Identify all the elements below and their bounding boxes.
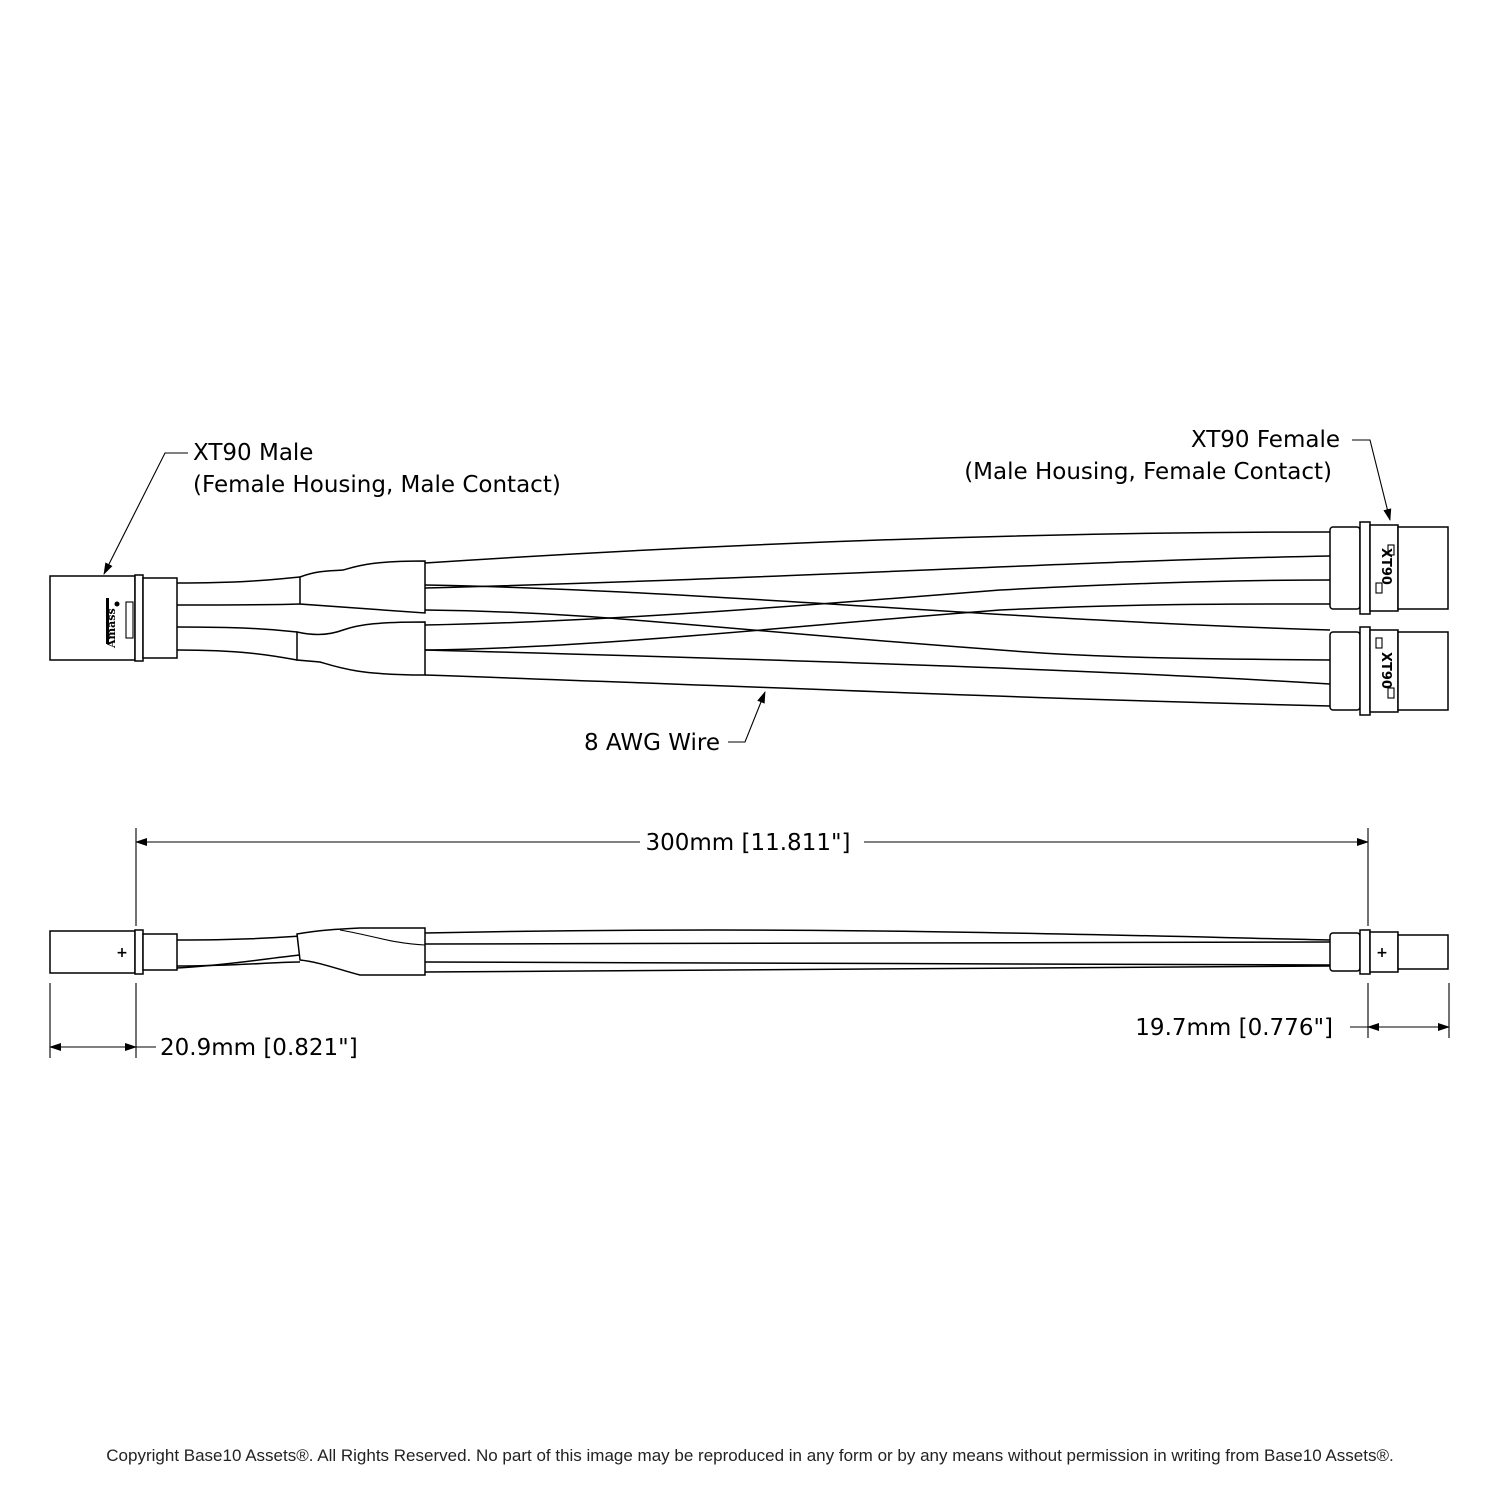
wire-lead-top-2 (176, 603, 301, 606)
side-view: 300mm [11.811"] + + 20.9m (49, 828, 1450, 1061)
polarity-mark-left: + (116, 945, 128, 961)
female-subtitle: (Male Housing, Female Contact) (964, 459, 1332, 485)
splice-side (296, 927, 426, 976)
male-title: XT90 Male (193, 440, 313, 466)
wire-lead-top-1 (176, 576, 301, 584)
xt90-mark-upper: XT90 (1378, 548, 1393, 585)
right-connector-dimension: 19.7mm [0.776"] (1135, 1015, 1333, 1041)
xt90-female-connector-side: + (1329, 929, 1449, 975)
xt90-mark-lower: XT90 (1378, 652, 1393, 689)
female-callout-leader (1352, 439, 1392, 521)
female-title: XT90 Female (1191, 427, 1340, 453)
wire-bundle-top (424, 531, 1331, 707)
xt90-male-connector-top: Amass (49, 574, 178, 662)
wire-lead-top-3 (176, 626, 298, 633)
male-callout-leader (103, 452, 188, 575)
top-view: Amass XT90 XT90 XT90 Male (Female Housin… (49, 427, 1449, 756)
left-connector-dimension: 20.9mm [0.821"] (160, 1035, 358, 1061)
male-subtitle: (Female Housing, Male Contact) (193, 472, 561, 498)
xt90-female-connector-lower: XT90 (1329, 626, 1449, 716)
xt90-male-connector-side: + (49, 929, 178, 975)
overall-dimension: 300mm [11.811"] (645, 830, 850, 856)
wire-callout-leader (728, 691, 766, 743)
xt90-female-connector-upper: XT90 (1329, 521, 1449, 615)
wire-label: 8 AWG Wire (584, 730, 720, 756)
polarity-mark-right: + (1376, 945, 1388, 961)
wire-lead-top-4 (176, 649, 298, 661)
splice-upper (299, 560, 426, 614)
splice-lower (296, 621, 426, 676)
copyright-notice: Copyright Base10 Assets®. All Rights Res… (106, 1446, 1394, 1465)
